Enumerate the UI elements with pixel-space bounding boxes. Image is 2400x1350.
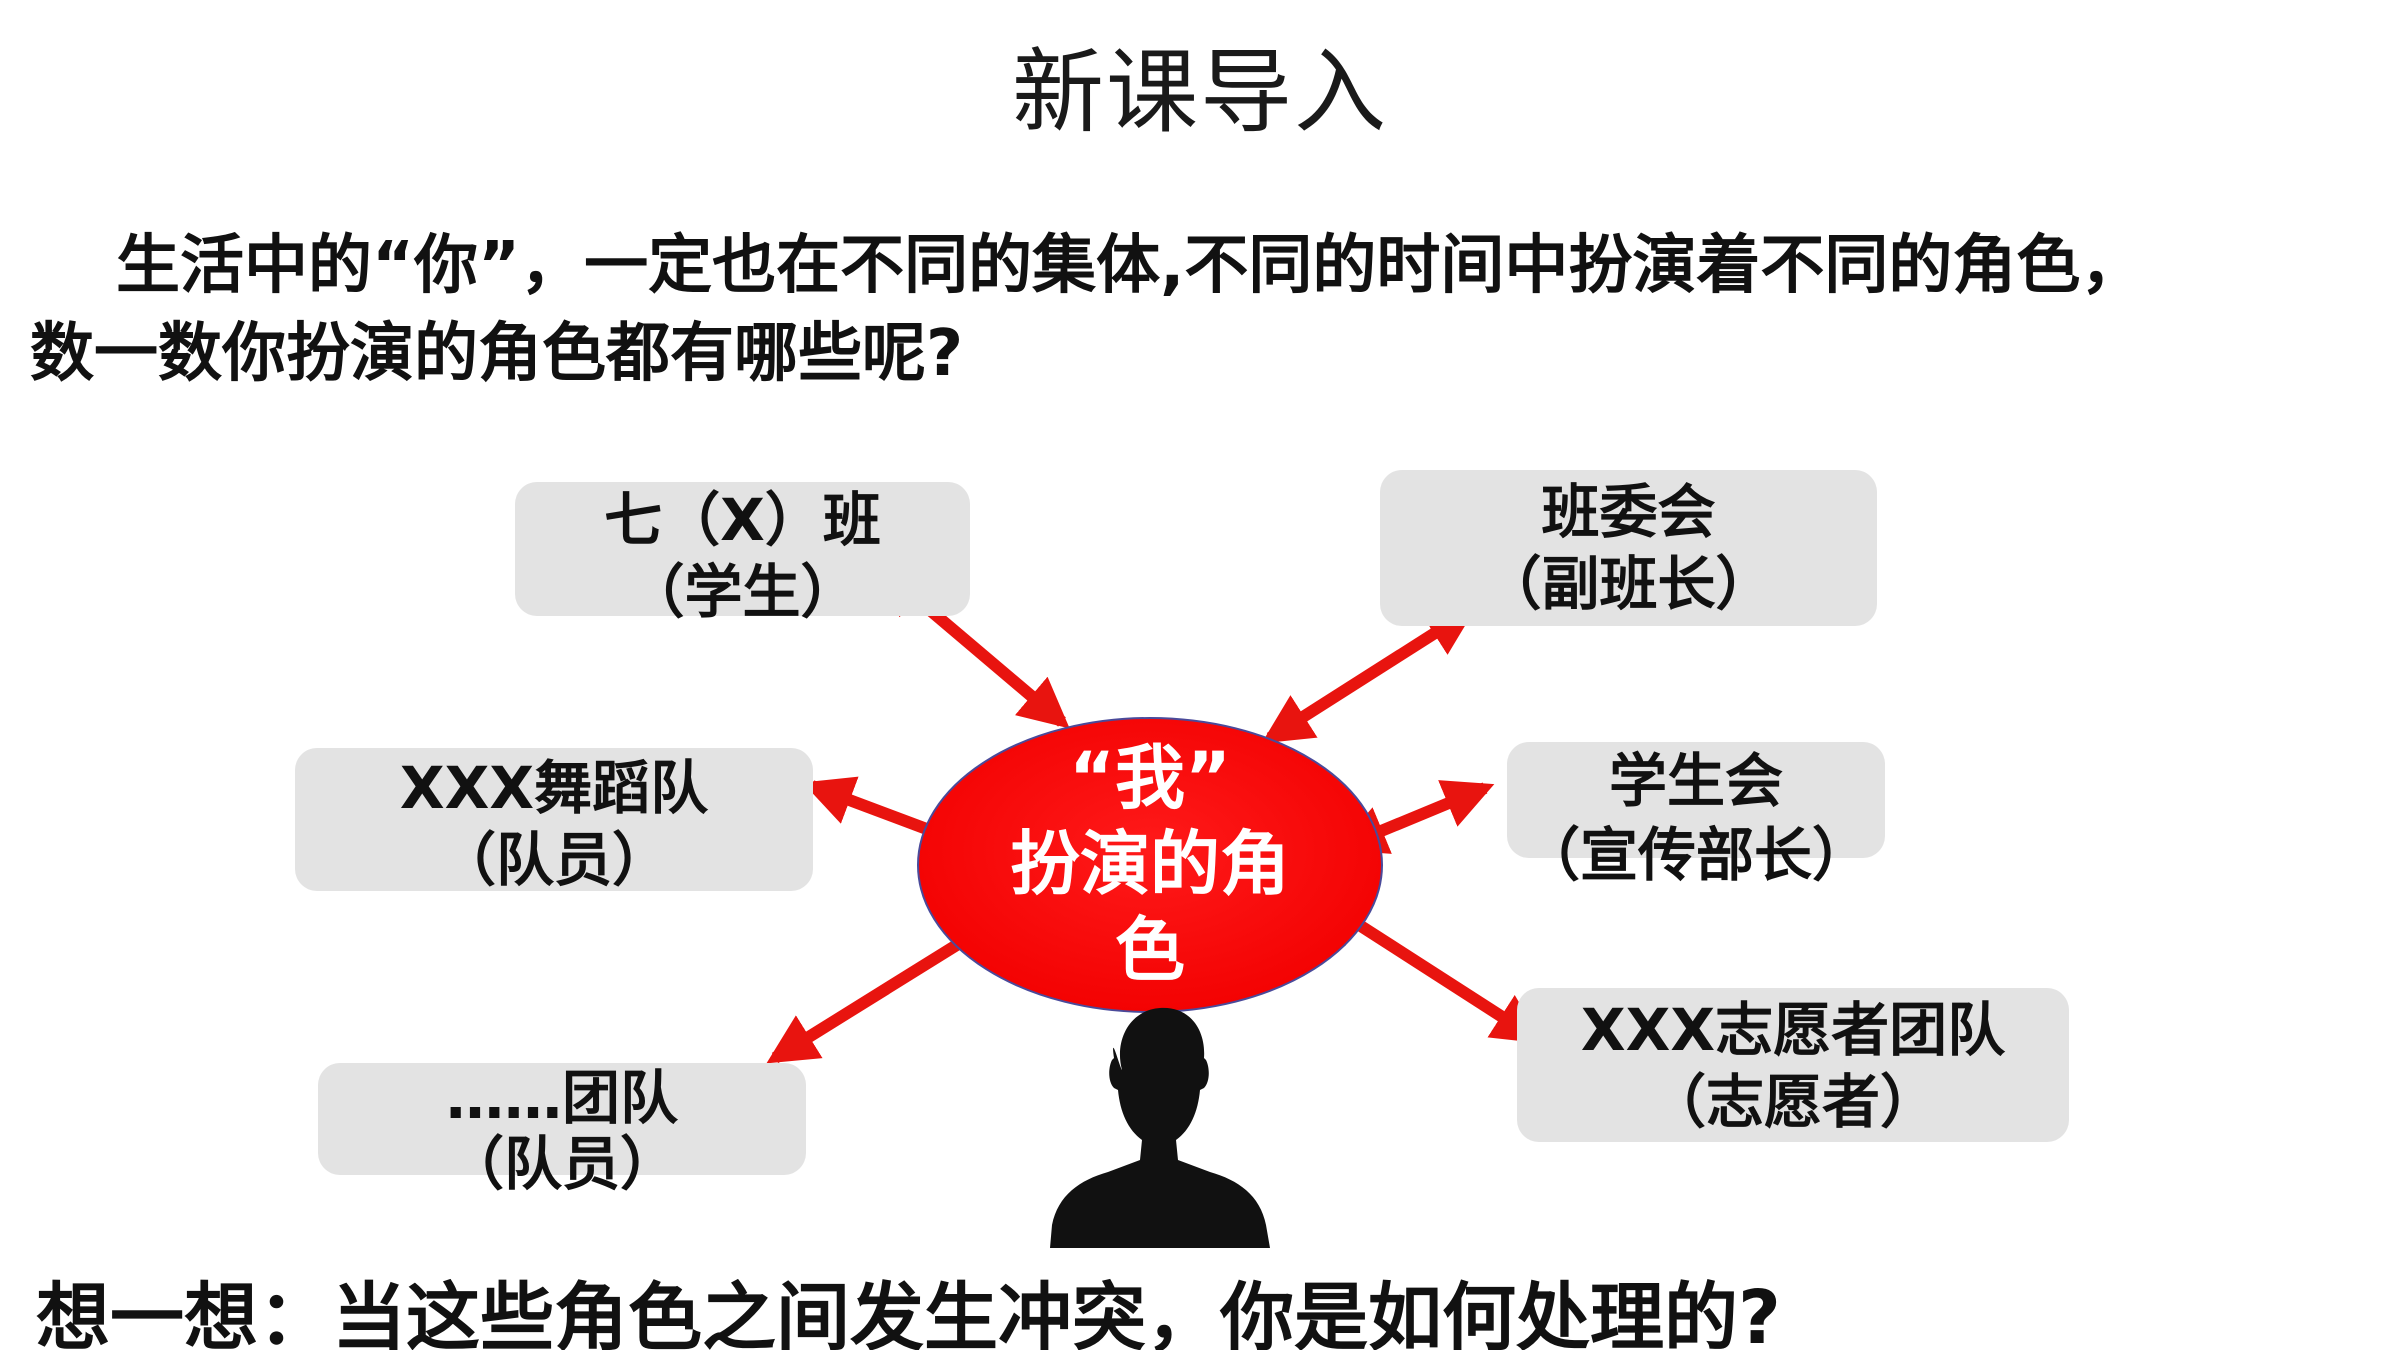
double-arrow-icon [1261,606,1477,744]
role-group-label: XXX舞蹈队 [399,754,709,822]
center-label: “我” 扮演的角 色 [920,735,1380,993]
role-box-team: ……团队 （队员） [318,1063,806,1197]
role-name-label: （宣传部长） [1521,821,1870,889]
role-box-committee: 班委会 （副班长） [1380,470,1877,626]
role-box-dance: XXX舞蹈队 （队员） [295,748,813,894]
role-name-label: （队员） [437,826,670,894]
page-title: 新课导入 [1011,39,1388,146]
role-name-label: （学生） [626,558,859,626]
person-silhouette-icon [1050,1007,1270,1248]
center-label-line-2: 扮演的角 [1010,823,1290,905]
role-group-label: ……团队 [445,1064,678,1132]
role-group-label: 七（X）班 [604,486,881,554]
role-group-label: 学生会 [1608,747,1783,815]
role-box-class: 七（X）班 （学生） [515,482,970,626]
center-label-line-3: 色 [1115,909,1185,991]
role-box-volunteer: XXX志愿者团队 （志愿者） [1517,988,2069,1142]
role-name-label: （志愿者） [1647,1068,1938,1136]
reflection-question: 想一想：当这些角色之间发生冲突，你是如何处理的? [36,1275,1781,1350]
role-group-label: XXX志愿者团队 [1580,996,2006,1064]
intro-paragraph: 生活中的“你”，一定也在不同的集体,不同的时间中扮演着不同的角色， 数一数你扮演… [30,222,2390,398]
intro-line-2: 数一数你扮演的角色都有哪些呢? [30,317,964,391]
role-group-label: 班委会 [1541,478,1716,546]
role-name-label: （队员） [445,1130,678,1198]
role-name-label: （副班长） [1483,550,1774,618]
intro-line-1: 生活中的“你”，一定也在不同的集体,不同的时间中扮演着不同的角色， [116,229,2145,303]
role-box-student-union: 学生会 （宣传部长） [1507,742,1885,889]
center-label-line-1: “我” [1068,737,1231,819]
